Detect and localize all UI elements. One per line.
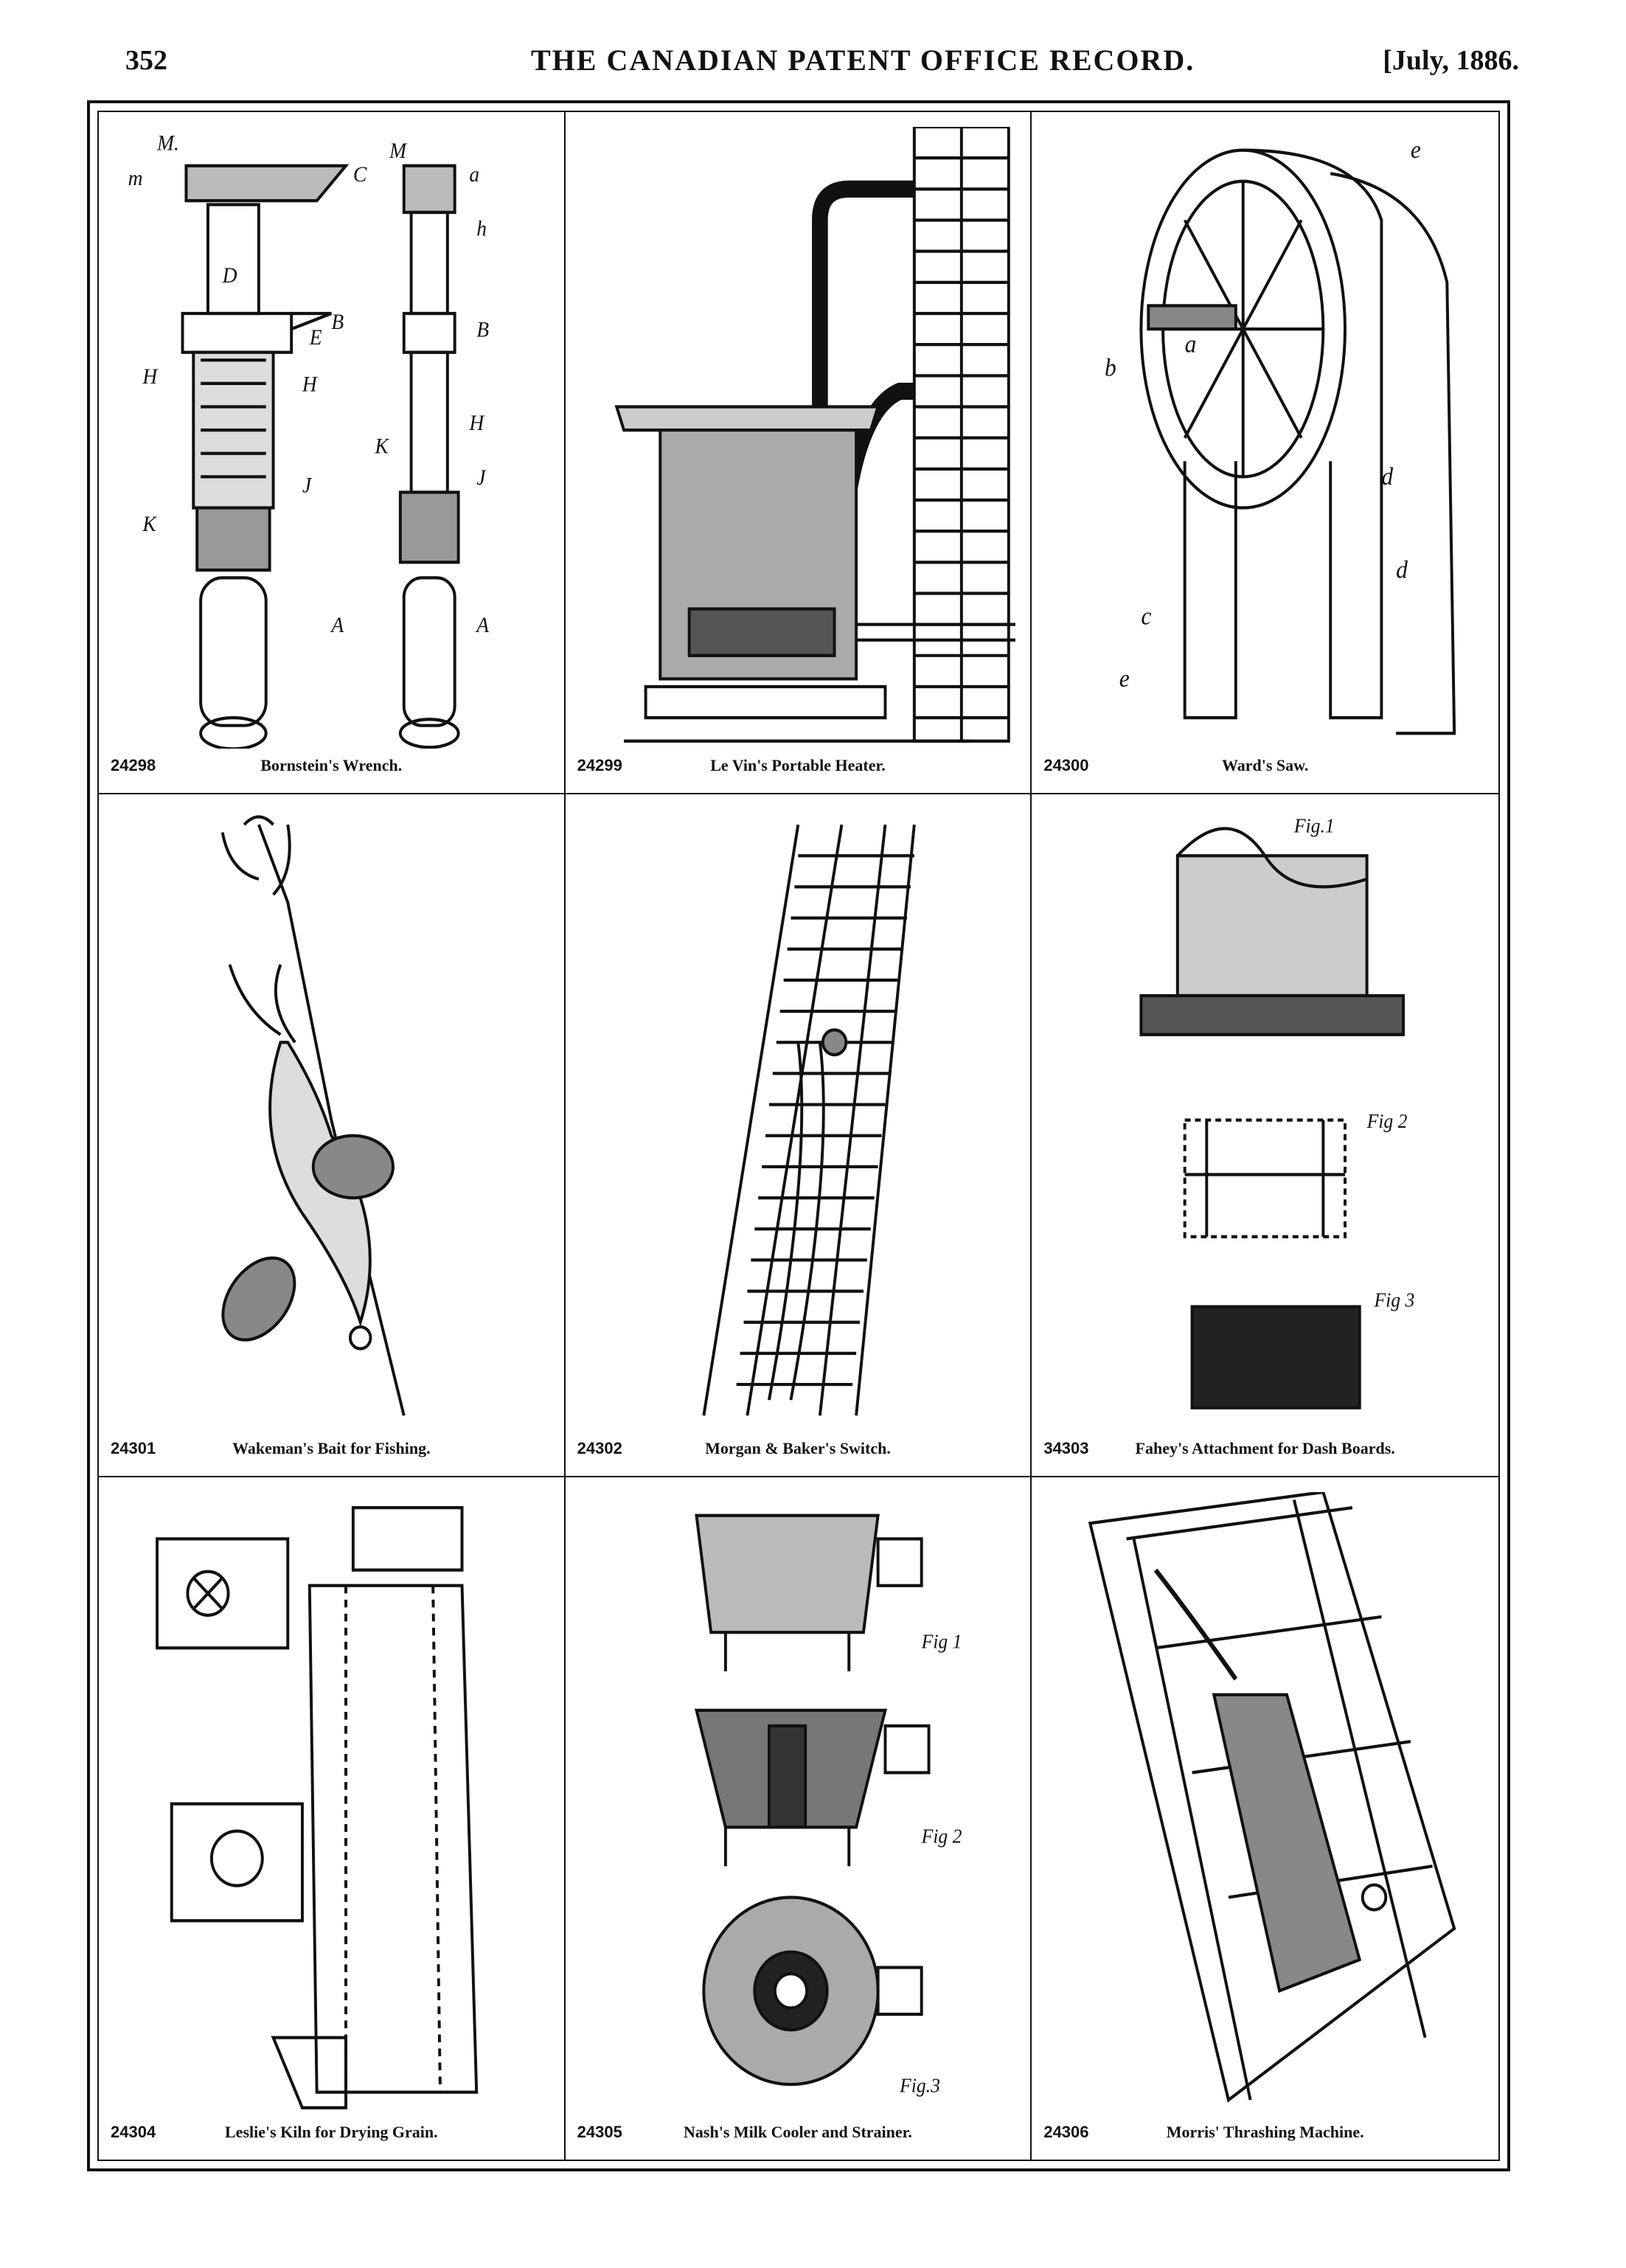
patent-cell-milk-cooler: Fig 1 Fig 2 Fig.3 24305 Nash's Milk Cool… [566,1477,1032,2160]
fig-label: Fig 1 [920,1629,962,1652]
thrashing-machine-drawing [1046,1490,1484,2115]
patent-cell-heater: 24299 Le Vin's Portable Heater. [565,112,1032,795]
patent-title: Wakeman's Bait for Fishing. [232,1438,431,1457]
patent-number: 34303 [1043,1438,1089,1457]
kiln-drawing [114,1492,549,2115]
patent-caption: 24298 Bornstein's Wrench. [111,756,552,780]
patent-cell-kiln: 24304 Leslie's Kiln for Drying Grain. [99,1477,566,2160]
fig-label: Fig 2 [1366,1110,1408,1133]
svg-text:J: J [302,474,313,498]
fig-label: Fig.1 [1293,814,1335,837]
patent-caption: 34303 Fahey's Attachment for Dash Boards… [1043,1439,1487,1463]
patent-title: Le Vin's Portable Heater. [710,756,886,775]
patent-title: Morris' Thrashing Machine. [1166,2122,1364,2141]
svg-text:A: A [330,614,344,637]
patent-cell-switch: 24302 Morgan & Baker's Switch. [565,794,1032,1477]
svg-text:E: E [309,326,322,350]
patent-title: Morgan & Baker's Switch. [705,1438,891,1457]
patent-title: Ward's Saw. [1221,756,1309,775]
patent-cell-dashboard: Fig.1 Fig 2 Fig 3 34303 Fahey's Attachme… [1032,794,1498,1477]
svg-text:b: b [1105,354,1116,381]
patent-cell-bait: 24301 Wakeman's Bait for Fishing. [99,794,566,1477]
patent-cell-saw: e a b d d c e 24300 Ward's Saw. [1032,112,1498,795]
patent-cell-thrashing-machine: 24306 Morris' Thrashing Machine. [1032,1477,1498,2160]
svg-text:B: B [476,319,489,342]
svg-text:A: A [475,614,489,637]
patent-caption: 24299 Le Vin's Portable Heater. [577,756,1019,780]
journal-title: THE CANADIAN PATENT OFFICE RECORD. [531,44,1195,77]
svg-text:M: M [389,139,408,163]
patent-number: 24305 [577,2122,622,2141]
svg-text:H: H [468,412,484,435]
heater-drawing [580,125,1016,749]
patent-number: 24306 [1043,2122,1089,2141]
patent-number: 24298 [111,756,156,775]
bait-drawing [114,809,549,1431]
svg-text:c: c [1142,603,1153,631]
patent-title: Leslie's Kiln for Drying Grain. [225,2122,438,2141]
svg-text:d: d [1396,557,1408,584]
svg-text:a: a [469,163,479,187]
svg-text:M.: M. [156,132,179,156]
switch-drawing [580,809,1016,1431]
svg-text:e: e [1119,665,1130,693]
svg-text:D: D [222,264,237,288]
patent-caption: 24305 Nash's Milk Cooler and Strainer. [577,2123,1019,2146]
patent-title: Fahey's Attachment for Dash Boards. [1135,1438,1395,1457]
svg-text:h: h [476,218,487,241]
patent-number: 24302 [577,1438,622,1457]
patent-caption: 24306 Morris' Thrashing Machine. [1043,2123,1487,2146]
milk-cooler-drawing: Fig 1 Fig 2 Fig.3 [580,1492,1016,2115]
patent-number: 24300 [1043,756,1089,775]
patent-number: 24301 [111,1438,156,1457]
patent-caption: 24304 Leslie's Kiln for Drying Grain. [111,2123,552,2146]
page-number: 352 [125,45,167,76]
svg-text:K: K [142,513,157,536]
svg-text:H: H [302,373,318,397]
svg-text:J: J [476,466,487,490]
patent-caption: 24302 Morgan & Baker's Switch. [577,1439,1019,1463]
svg-text:H: H [142,365,158,389]
fig-label: Fig.3 [899,2073,940,2096]
saw-drawing: e a b d d c e [1046,127,1484,749]
page-header: 352 THE CANADIAN PATENT OFFICE RECORD. [… [118,38,1519,90]
svg-text:B: B [331,311,344,334]
patent-number: 24299 [577,756,622,775]
svg-text:e: e [1411,136,1421,164]
svg-text:C: C [353,163,367,187]
patent-title: Bornstein's Wrench. [260,756,403,775]
fig-label: Fig 2 [920,1824,962,1847]
patent-number: 24304 [111,2122,156,2141]
patent-caption: 24301 Wakeman's Bait for Fishing. [111,1439,552,1463]
svg-text:a: a [1185,331,1197,358]
dashboard-drawing: Fig.1 Fig 2 Fig 3 [1046,809,1484,1431]
svg-text:K: K [374,435,389,459]
patent-caption: 24300 Ward's Saw. [1043,756,1487,780]
issue-date: [July, 1886. [1383,45,1519,76]
fig-label: Fig 3 [1374,1289,1415,1311]
svg-text:m: m [128,167,143,190]
patent-title: Nash's Milk Cooler and Strainer. [684,2122,912,2141]
svg-text:d: d [1382,463,1394,490]
